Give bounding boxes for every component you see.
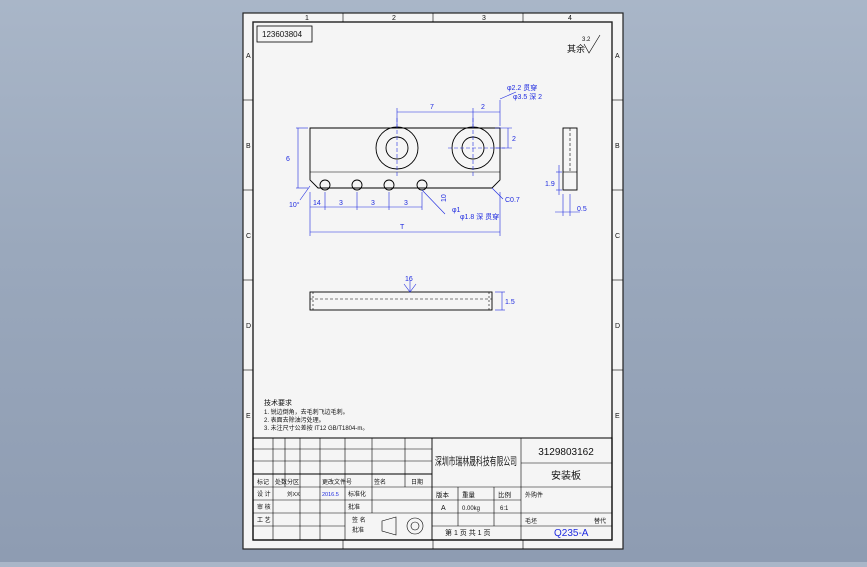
dim-bottom-gap: 3 (339, 200, 343, 207)
drawing-sheet (242, 12, 624, 550)
thread-note-1: φ2.2 贯穿 (507, 83, 537, 92)
approve-label: 批准 (352, 526, 364, 534)
zone-numbers-top: 1 2 3 4 (305, 15, 572, 22)
hole-note-1: φ1 (452, 207, 461, 214)
dim-small-hole-spacing: 10 (441, 194, 448, 202)
zone-number: 3 (482, 15, 486, 22)
tech-note-line: 2. 表面去除油污处理。 (264, 416, 325, 424)
front-view-dimensions: 7 2 φ2.2 贯穿 φ3.5 深 2 2 6 14 3 3 3 T 10° … (286, 83, 542, 236)
zone-letter: E (615, 413, 620, 420)
part-name: 安装板 (551, 469, 581, 482)
dim-bottom-gap: 14 (313, 200, 321, 207)
dim-side-width: 0.5 (577, 206, 587, 213)
dim-total-length: T (400, 224, 405, 231)
projection-circle-icon (406, 517, 424, 535)
zone-number: 1 (305, 15, 309, 22)
roughness-value: 3.2 (582, 37, 591, 43)
zone-number: 4 (568, 15, 572, 22)
row-std-label: 标准化 (348, 490, 366, 498)
zone-letter: B (615, 143, 620, 150)
zone-letters-left: A B C D E (246, 53, 251, 420)
rev-header: 处数 (275, 478, 287, 486)
small-hole (319, 179, 331, 191)
dim-bottom-gap: 3 (404, 200, 408, 207)
surface-value: 替代 (594, 517, 606, 525)
blank-label: 毛坯 (525, 517, 537, 525)
tech-notes-title: 技术要求 (264, 398, 292, 407)
signature-label: 签 名 (352, 516, 366, 524)
material-value: Q235-A (554, 528, 589, 539)
scale-value: 6:1 (500, 506, 509, 512)
zone-letter: E (246, 413, 251, 420)
row-std-label: 批准 (348, 503, 360, 511)
zone-letter: A (246, 53, 251, 60)
zone-letter: A (615, 53, 620, 60)
zone-number: 2 (392, 15, 396, 22)
row-label: 设 计 (257, 490, 271, 498)
projection-inner-circle-icon (410, 521, 420, 531)
top-view[interactable]: 16 1.5 (309, 276, 515, 311)
rev-header: 分区 (287, 478, 299, 486)
version-label: 版本 (436, 490, 450, 499)
small-hole (383, 179, 395, 191)
weight-label: 重量 (462, 491, 476, 499)
dim-top-span: 7 (430, 104, 434, 111)
designer-name: 刘XX (287, 490, 300, 498)
drawing-number: 3129803162 (538, 447, 594, 458)
hole-note-2: φ1.8 深 贯穿 (460, 212, 499, 221)
version-value: A (441, 505, 446, 512)
zone-letter: B (246, 143, 251, 150)
zone-letter: C (246, 233, 251, 240)
top-view-outline (309, 291, 493, 311)
dim-side-height: 1.9 (545, 181, 555, 188)
drawing-number-stamp (256, 25, 313, 43)
drawing-number-stamp-text: 123603804 (262, 30, 303, 39)
zone-ticks (243, 13, 623, 549)
row-label: 工 艺 (257, 516, 271, 524)
zone-letter: D (246, 323, 251, 330)
dim-chamfer: 10° (289, 201, 300, 209)
thread-note-2: φ3.5 深 2 (513, 92, 542, 101)
dim-bottom-gap: 3 (371, 200, 375, 207)
zone-letters-right: A B C D E (615, 53, 620, 420)
rev-header: 日期 (411, 478, 423, 486)
dim-top-view-right: 1.5 (505, 299, 515, 306)
row-label: 审 核 (257, 503, 271, 511)
dim-top-view-top: 16 (405, 276, 413, 283)
tech-note-line: 3. 未注尺寸公差按 IT12 GB/T1804-m。 (264, 424, 368, 432)
rev-header: 标记 (257, 478, 269, 486)
technical-notes: 技术要求 1. 锐边倒角，去毛刺飞边毛刺。 2. 表面去除油污处理。 3. 未注… (264, 398, 368, 432)
side-view[interactable]: 1.9 0.5 (545, 127, 587, 216)
zone-letter: D (615, 323, 620, 330)
weight-value: 0.00kg (462, 506, 480, 512)
design-date: 2016.5 (322, 492, 339, 498)
tech-note-line: 1. 锐边倒角，去毛刺飞边毛刺。 (264, 408, 349, 416)
scale-label: 比例 (498, 490, 511, 499)
sheet-info: 第 1 页 共 1 页 (445, 528, 491, 537)
dim-top-offset: 2 (481, 104, 485, 111)
zone-letter: C (615, 233, 620, 240)
title-block: 标记 处数 分区 更改文件号 签名 日期 设 计 刘XX 2016.5 标准化 … (252, 437, 613, 541)
projection-cone-icon (381, 516, 397, 536)
surface-label: 外购件 (525, 491, 543, 499)
company-name: 深圳市瑞林晟科技有限公司 (435, 454, 517, 468)
rev-header: 签名 (374, 478, 386, 486)
small-hole (351, 179, 363, 191)
roughness-symbol-icon (583, 34, 601, 54)
dim-corner: C0.7 (505, 197, 520, 204)
dim-left-height: 6 (286, 156, 290, 163)
dim-right-height: 2 (512, 136, 516, 143)
rev-header: 更改文件号 (322, 478, 352, 486)
roughness-label: 其余 (567, 43, 585, 54)
